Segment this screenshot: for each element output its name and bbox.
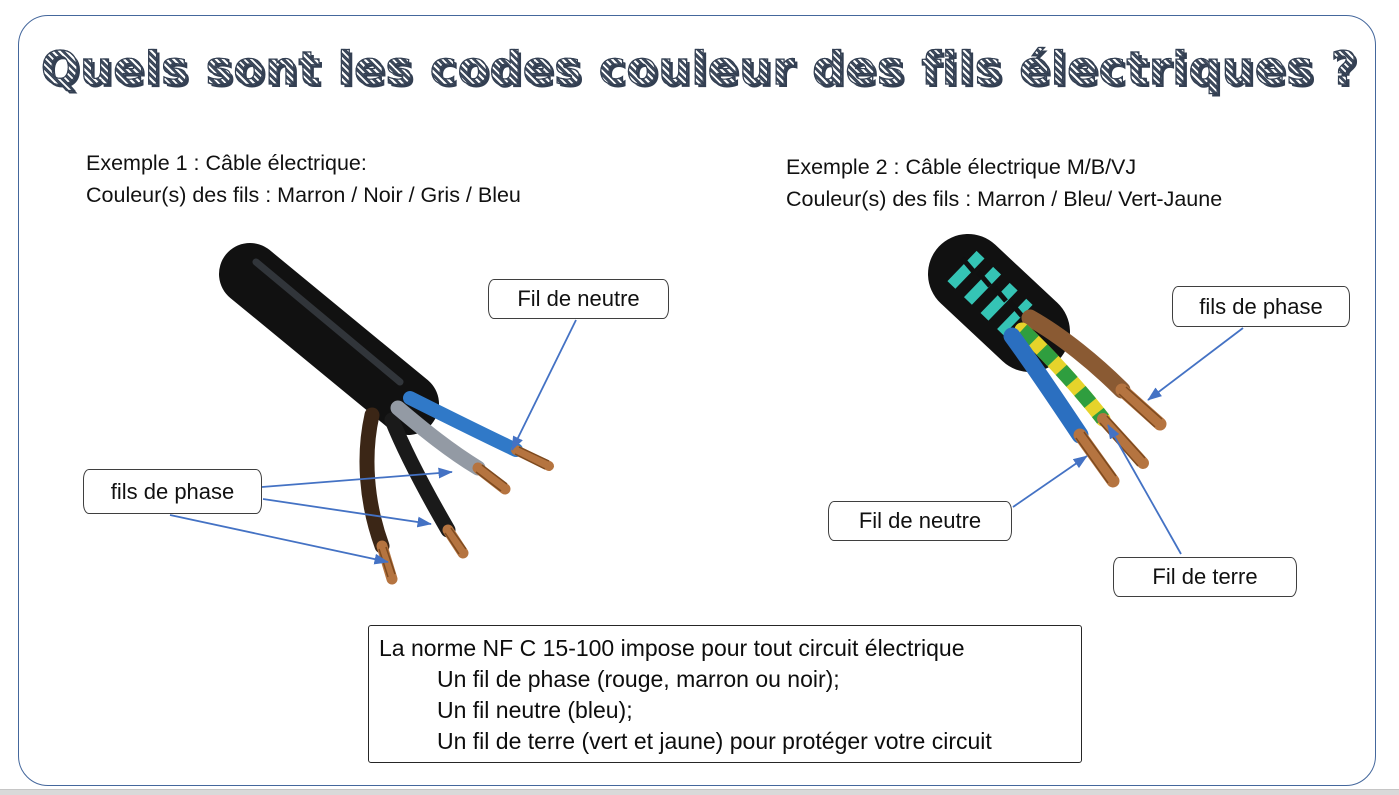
- cable2-sheath-chevron-notches: [960, 256, 1024, 318]
- cable1-copper-strands-gray: [475, 464, 508, 492]
- label-ex1-fil-de-neutre-text: Fil de neutre: [517, 286, 640, 311]
- example2-line2: Couleur(s) des fils : Marron / Bleu/ Ver…: [786, 186, 1223, 211]
- bottom-gray-bar: [0, 789, 1399, 795]
- label-ex2-fils-de-phase-text: fils de phase: [1199, 293, 1323, 319]
- slide-rounded-border: [18, 15, 1376, 786]
- label-ex1-fil-de-neutre: Fil de neutre: [488, 279, 669, 319]
- label-ex2-fil-de-terre-text: Fil de terre: [1152, 564, 1258, 589]
- cable2-wire-brown: [1021, 309, 1131, 399]
- callout-arrows: [169, 319, 1244, 565]
- cable1-copper-black: [442, 524, 469, 559]
- cable1-wire-brown: [359, 407, 390, 554]
- label-ex2-fils-de-phase: fils de phase: [1172, 286, 1350, 327]
- cable1-sheath-shine: [252, 258, 404, 386]
- example1-line2: Couleur(s) des fils : Marron / Noir / Gr…: [86, 182, 521, 207]
- cable1-wire-blue: [403, 391, 523, 457]
- label-ex2-fil-de-neutre: Fil de neutre: [828, 501, 1012, 541]
- cable-photo-example2: [928, 234, 1167, 488]
- norm-text-box: La norme NF C 15-100 impose pour tout ci…: [368, 625, 1082, 763]
- cable1-copper-blue: [511, 445, 554, 471]
- norm-line-1: La norme NF C 15-100 impose pour tout ci…: [379, 635, 965, 661]
- example2-caption: Exemple 2 : Câble électrique M/B/VJ Coul…: [786, 152, 1222, 215]
- arrow-ex1-phase-gray: [261, 467, 453, 488]
- arrow-ex2-neutral: [1012, 455, 1088, 508]
- norm-line-2: Un fil de phase (rouge, marron ou noir);: [437, 666, 840, 692]
- title-text: Quels sont les codes couleur des fils él…: [40, 41, 1358, 95]
- page-title: Quels sont les codes couleur des fils él…: [0, 36, 1399, 102]
- title-layer: Quels sont les codes couleur des fils él…: [40, 36, 1361, 105]
- example2-line1: Exemple 2 : Câble électrique M/B/VJ: [786, 155, 1137, 179]
- arrow-ex2-phase: [1147, 327, 1244, 401]
- cable1-copper-strands-blue: [514, 446, 550, 470]
- example1-line1: Exemple 1 : Câble électrique:: [86, 151, 367, 175]
- label-ex1-fils-de-phase-text: fils de phase: [110, 478, 235, 504]
- cable2-copper-strands-brown: [1118, 386, 1163, 428]
- label-ex2-fil-de-neutre-text: Fil de neutre: [858, 508, 982, 533]
- label-ex2-fil-de-terre: Fil de terre: [1113, 557, 1297, 597]
- norm-line-4: Un fil de terre (vert et jaune) pour pro…: [437, 728, 992, 754]
- cable1-copper-strands-black: [444, 527, 467, 555]
- title-shadow-text: Quels sont les codes couleur des fils él…: [44, 39, 1361, 105]
- arrow-ex2-earth: [1107, 424, 1182, 555]
- label-ex1-fils-de-phase: fils de phase: [83, 469, 262, 514]
- example1-caption: Exemple 1 : Câble électrique: Couleur(s)…: [86, 148, 521, 211]
- cable2-copper-blue: [1073, 428, 1120, 488]
- cable2-wire-green-stripe: [1016, 324, 1109, 424]
- cable2-wire-blue: [1003, 327, 1089, 444]
- norm-line-3: Un fil neutre (bleu);: [437, 697, 633, 723]
- cable2-copper-strands-blue: [1075, 431, 1117, 484]
- arrow-ex1-phase-black: [262, 498, 432, 528]
- arrow-ex1-neutral: [511, 319, 577, 451]
- cable1-wire-gray: [390, 400, 486, 476]
- cable1-sheath: [219, 243, 439, 435]
- cable1-copper-gray: [472, 462, 511, 495]
- cable2-copper-brown: [1115, 383, 1167, 431]
- arrow-ex1-phase-brown: [169, 514, 389, 565]
